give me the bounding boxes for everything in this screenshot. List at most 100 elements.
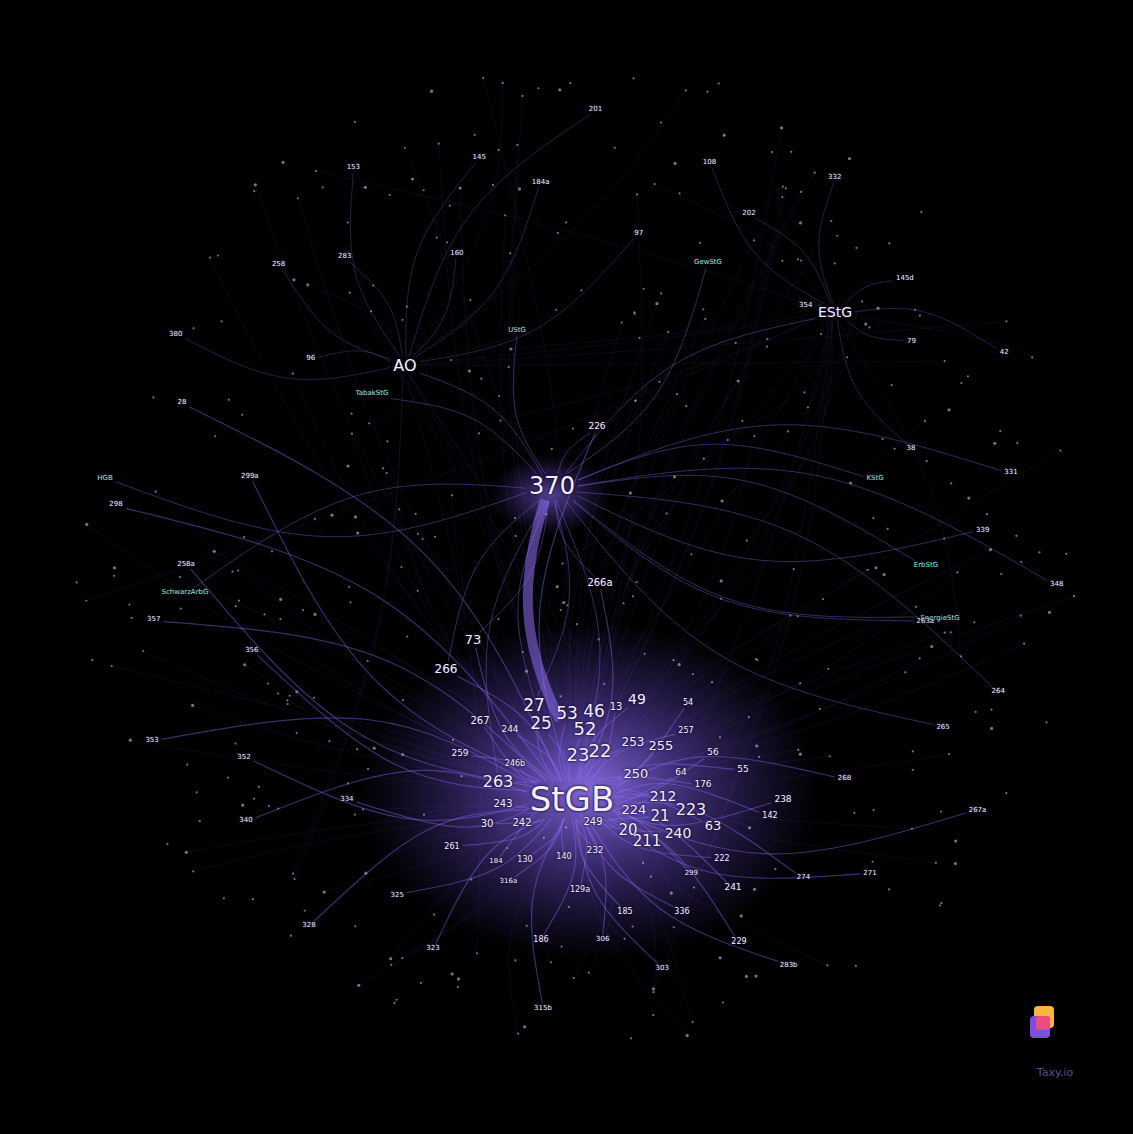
minor-node (781, 196, 783, 198)
section-node: 25 (529, 715, 553, 733)
minor-link (308, 285, 394, 357)
node-label: 243 (493, 799, 512, 810)
minor-node (357, 984, 360, 987)
node-label: 258 (272, 261, 285, 268)
minor-node (478, 432, 480, 434)
link-line (518, 501, 548, 714)
minor-node (919, 314, 921, 316)
minor-node (803, 391, 805, 393)
section-node: 185 (616, 908, 633, 916)
minor-node (346, 464, 349, 467)
minor-node (642, 862, 644, 864)
section-node: 79 (906, 338, 917, 345)
law-node: TabakStG (355, 390, 390, 397)
minor-node (1020, 561, 1022, 563)
minor-node (753, 435, 755, 437)
section-node: 21 (649, 809, 670, 825)
minor-link (366, 816, 527, 873)
section-node: 184 (488, 858, 503, 865)
minor-node (411, 177, 414, 180)
minor-node (238, 600, 240, 602)
section-node: 259 (450, 749, 469, 758)
section-node: 55 (736, 765, 749, 774)
minor-node (634, 400, 636, 402)
minor-node (711, 681, 713, 683)
node-label: 246b (505, 760, 525, 768)
law-node: ErbStG (913, 562, 939, 569)
minor-node (348, 586, 350, 588)
minor-node (349, 601, 351, 603)
section-node: 328 (301, 922, 316, 929)
minor-node (314, 518, 316, 520)
minor-node (367, 660, 369, 662)
minor-node (476, 952, 478, 954)
minor-node (111, 665, 113, 667)
law-node: SchwarzArbG (161, 589, 210, 596)
node-label: 21 (650, 809, 669, 825)
minor-node (652, 987, 655, 990)
section-node: 253 (621, 736, 646, 749)
minor-link (694, 320, 833, 887)
law-node: UStG (507, 327, 527, 334)
minor-link (255, 185, 562, 781)
minor-node (807, 406, 809, 408)
minor-node (939, 904, 941, 906)
minor-link (604, 572, 958, 781)
minor-node (351, 433, 353, 435)
node-label: 268 (838, 775, 851, 782)
hub-node: 370 (528, 474, 576, 499)
minor-node (423, 189, 425, 191)
minor-link (576, 332, 668, 781)
minor-node (185, 851, 188, 854)
minor-node (954, 862, 957, 865)
minor-node (820, 333, 822, 335)
minor-node (142, 650, 144, 652)
section-node: 353 (144, 737, 159, 744)
link-line (254, 761, 527, 820)
minor-node (258, 786, 260, 788)
minor-node (482, 77, 484, 79)
link-line (565, 319, 814, 474)
minor-node (588, 971, 590, 973)
node-label: 241 (724, 883, 741, 892)
node-label: 184a (532, 179, 550, 186)
minor-node (573, 977, 575, 979)
minor-node (436, 237, 438, 239)
minor-node (469, 299, 471, 301)
section-node: 54 (682, 699, 694, 707)
node-label: 264 (992, 688, 1005, 695)
section-node: 264 (991, 688, 1006, 695)
node-label: 306 (596, 936, 609, 943)
node-label: 332 (828, 174, 841, 181)
section-node: 348 (1049, 581, 1064, 588)
minor-node (76, 581, 78, 583)
section-node: 261 (443, 843, 460, 851)
minor-link (579, 381, 738, 781)
link-line (531, 819, 564, 1004)
minor-node (719, 956, 722, 959)
minor-node (1015, 535, 1017, 537)
minor-node (940, 902, 942, 904)
node-label: 240 (665, 826, 692, 841)
minor-node (919, 657, 921, 659)
minor-link (530, 819, 570, 962)
law-node: KStG (865, 475, 884, 482)
minor-link (578, 187, 782, 782)
minor-node (271, 550, 273, 552)
node-label: 129a (570, 886, 590, 894)
link-line (126, 508, 554, 781)
section-node: 202 (741, 210, 756, 217)
link-line (193, 484, 526, 588)
link-line (537, 501, 570, 696)
minor-node (474, 134, 476, 136)
minor-node (199, 820, 201, 822)
section-node: 316a (499, 878, 519, 885)
section-node: 13 (609, 702, 624, 713)
minor-node (237, 569, 239, 571)
minor-node (1020, 615, 1022, 617)
section-node: 242 (511, 818, 532, 829)
node-label: 336 (674, 908, 689, 916)
minor-link (315, 614, 546, 781)
link-line (416, 187, 538, 357)
minor-node (364, 186, 367, 189)
